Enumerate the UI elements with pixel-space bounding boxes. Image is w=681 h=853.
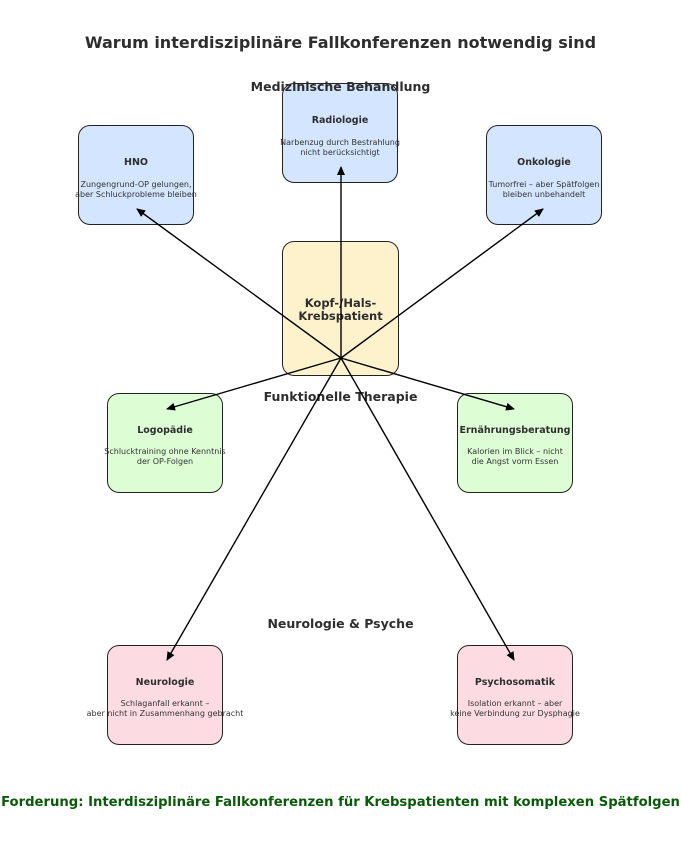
center-node-label: Kopf-/Hals- Krebspatient bbox=[298, 296, 383, 323]
node-onkologie-name: Onkologie bbox=[517, 157, 571, 168]
node-ernaehrungsberatung-desc: Kalorien im Blick – nicht die Angst vorm… bbox=[467, 447, 563, 466]
section-label-neuro: Neurologie & Psyche bbox=[267, 616, 414, 631]
node-radiologie-name: Radiologie bbox=[311, 115, 369, 126]
node-neurologie: Neurologie Schlaganfall erkannt – aber n… bbox=[87, 645, 243, 745]
node-logopaedie: Logopädie Schlucktraining ohne Kenntnis … bbox=[104, 393, 226, 493]
section-label-medical: Medizinische Behandlung bbox=[250, 79, 431, 94]
node-psychosomatik-desc: Isolation erkannt – aber keine Verbindun… bbox=[450, 699, 580, 718]
node-psychosomatik: Psychosomatik Isolation erkannt – aber k… bbox=[450, 645, 580, 745]
node-hno-name: HNO bbox=[124, 157, 148, 168]
node-logopaedie-desc: Schlucktraining ohne Kenntnis der OP-Fol… bbox=[104, 447, 226, 466]
center-node-patient: Kopf-/Hals- Krebspatient bbox=[282, 241, 399, 376]
node-ernaehrungsberatung-name: Ernährungsberatung bbox=[459, 425, 571, 436]
node-neurologie-desc: Schlaganfall erkannt – aber nicht in Zus… bbox=[86, 699, 244, 718]
node-psychosomatik-name: Psychosomatik bbox=[474, 677, 556, 688]
node-radiologie: Radiologie Narbenzug durch Bestrahlung n… bbox=[280, 83, 400, 183]
node-radiologie-desc: Narbenzug durch Bestrahlung nicht berück… bbox=[280, 138, 400, 157]
node-onkologie-desc: Tumorfrei – aber Spätfolgen bleiben unbe… bbox=[488, 180, 600, 199]
node-hno-desc: Zungengrund-OP gelungen, aber Schluckpro… bbox=[75, 180, 197, 199]
node-ernaehrungsberatung: Ernährungsberatung Kalorien im Blick – n… bbox=[457, 393, 573, 493]
node-logopaedie-name: Logopädie bbox=[137, 425, 193, 436]
diagram-title: Warum interdisziplinäre Fallkonferenzen … bbox=[84, 33, 597, 52]
node-neurologie-name: Neurologie bbox=[135, 677, 195, 688]
section-label-functional: Funktionelle Therapie bbox=[263, 389, 418, 404]
node-hno: HNO Zungengrund-OP gelungen, aber Schluc… bbox=[75, 125, 197, 225]
footer-demand: Forderung: Interdisziplinäre Fallkonfere… bbox=[1, 795, 680, 810]
node-onkologie: Onkologie Tumorfrei – aber Spätfolgen bl… bbox=[486, 125, 602, 225]
